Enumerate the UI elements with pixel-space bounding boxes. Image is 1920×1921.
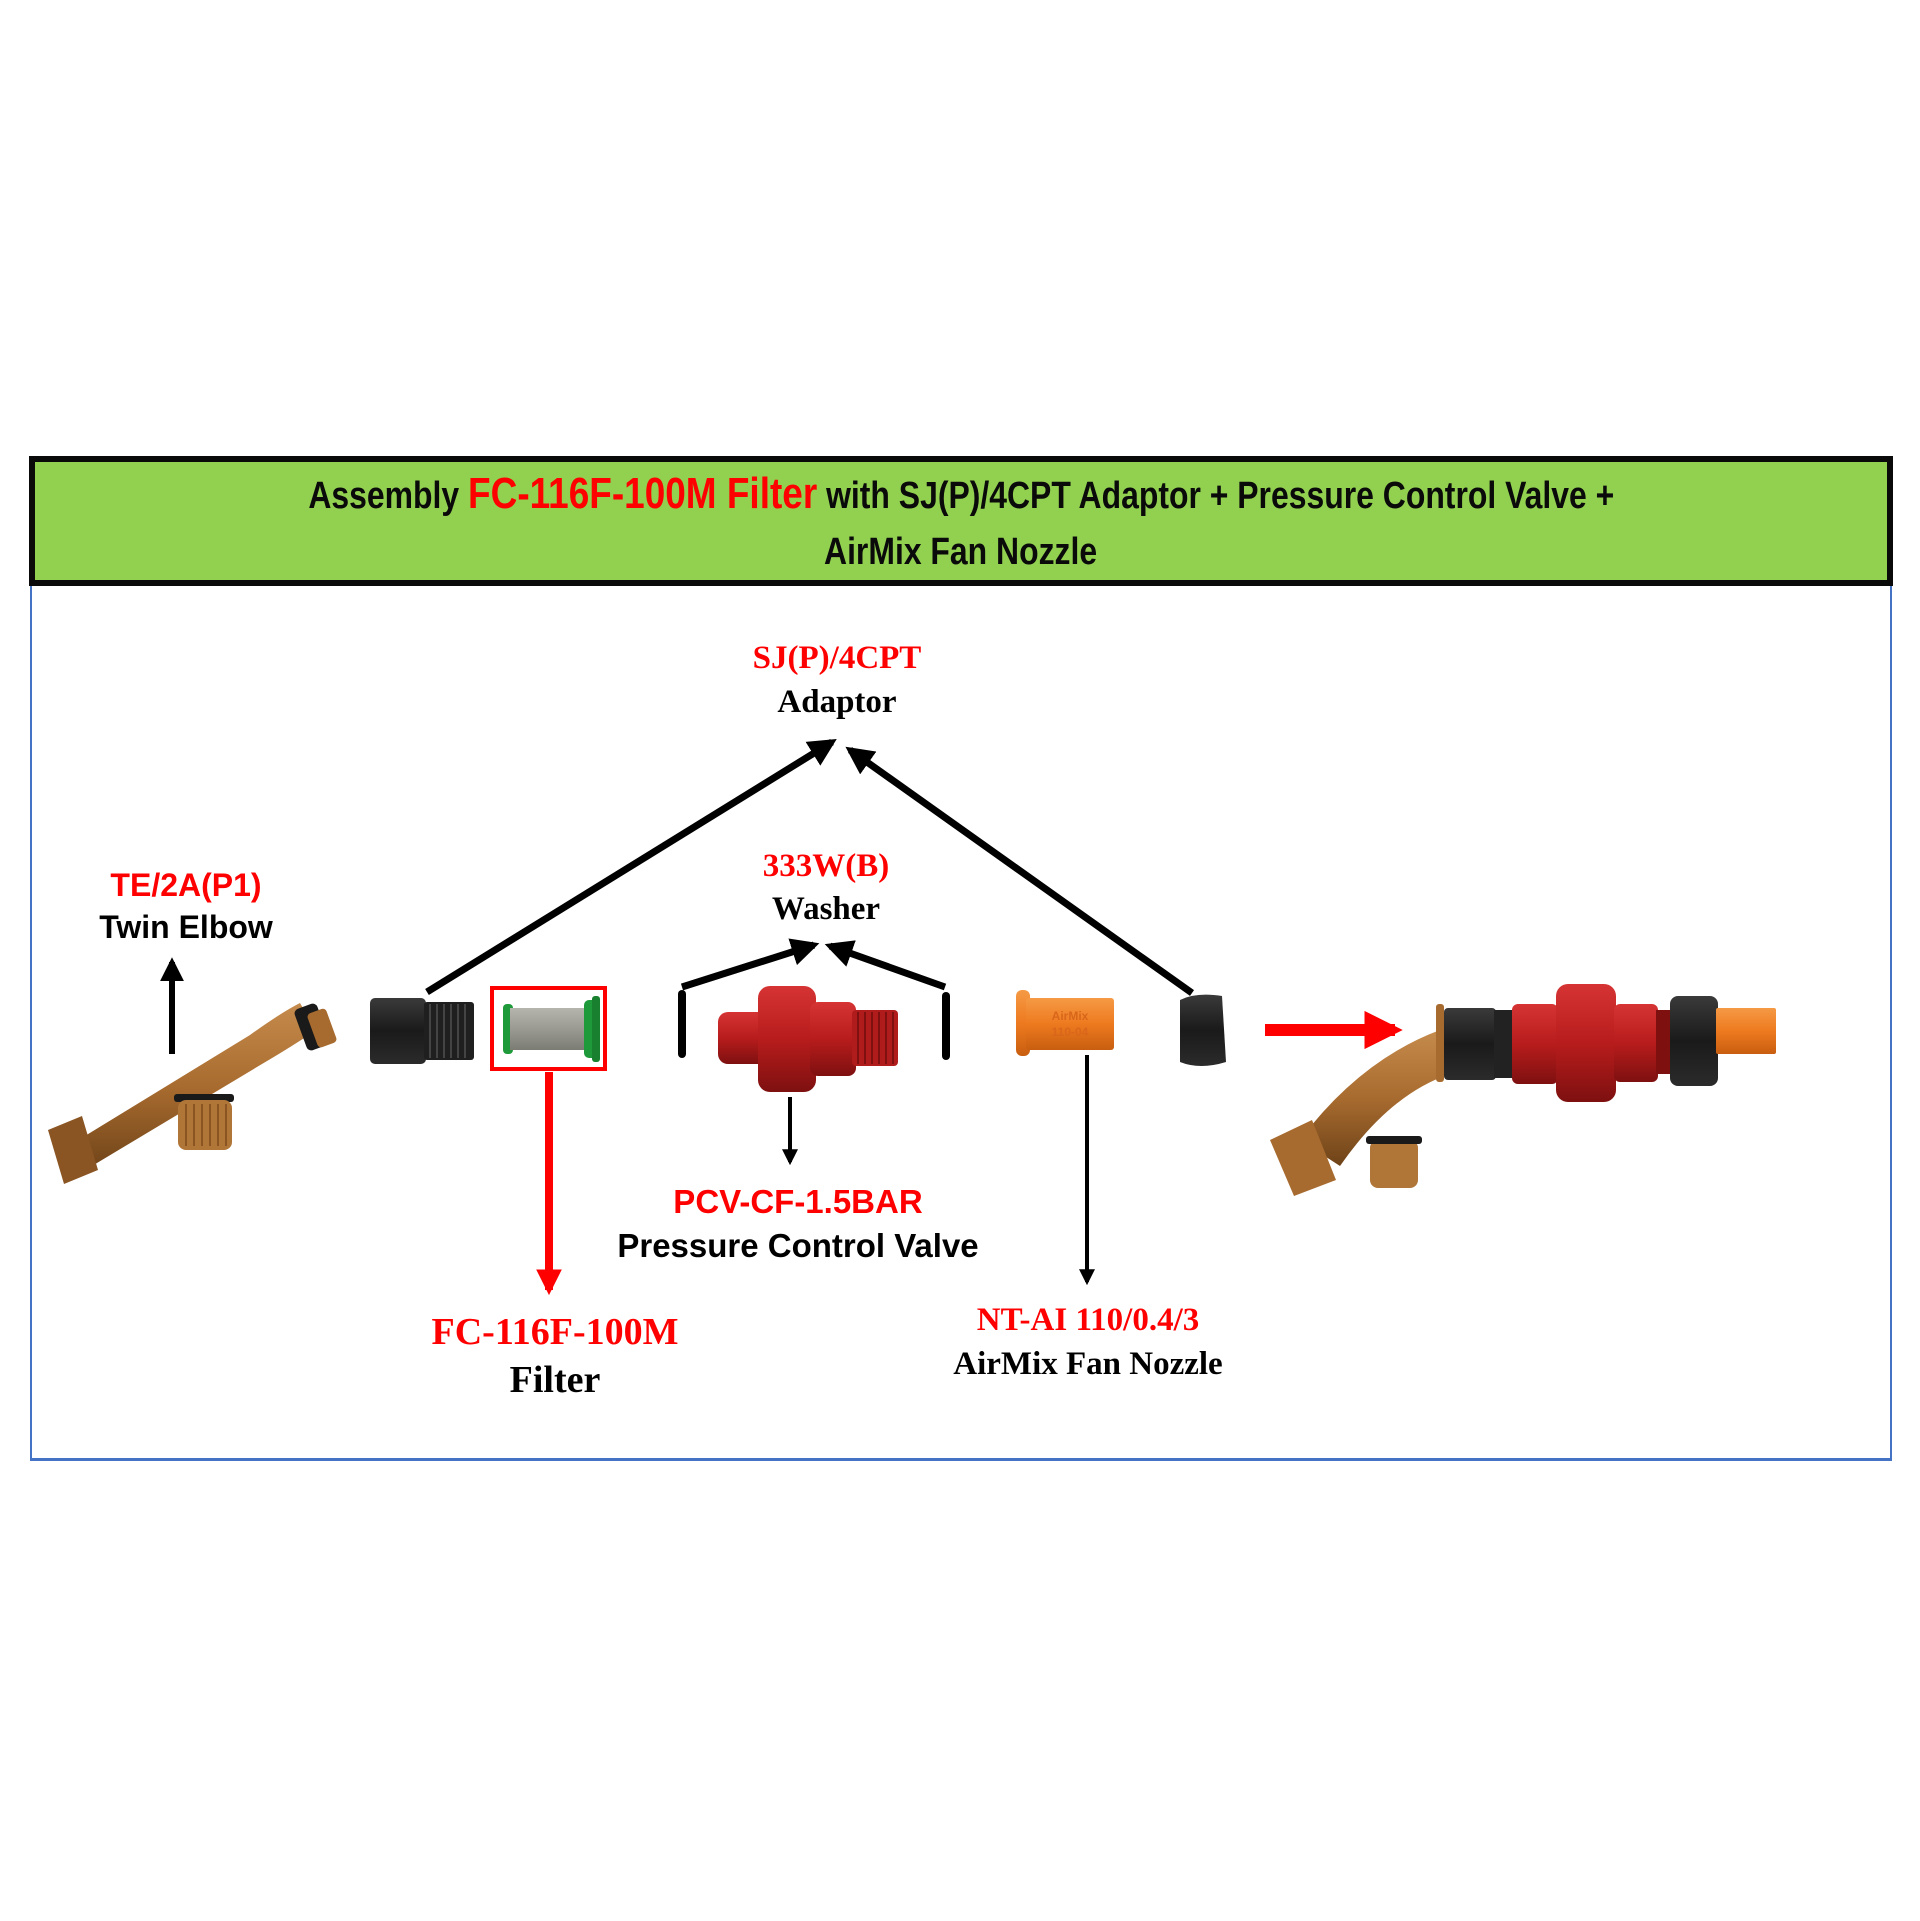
adaptor-part <box>370 998 474 1064</box>
twin-elbow-part <box>48 1003 337 1184</box>
diagram-frame <box>30 460 1892 1461</box>
twin-elbow-code: TE/2A(P1) <box>110 867 262 903</box>
title-suffix: with SJ(P)/4CPT Adaptor + Pressure Contr… <box>816 474 1614 517</box>
label-washer: 333W(B) Washer <box>763 845 890 931</box>
nozzle-part: AirMix 110-04 <box>1016 990 1114 1056</box>
adaptor-name: Adaptor <box>777 684 897 720</box>
label-twin-elbow: TE/2A(P1) Twin Elbow <box>99 864 273 948</box>
arrow-washer-left <box>680 938 820 991</box>
twin-elbow-name: Twin Elbow <box>99 909 273 945</box>
washer-left <box>678 990 686 1058</box>
arrow-adaptor-left <box>425 739 837 995</box>
filter-highlight-box <box>490 986 607 1071</box>
arrow-adaptor-right <box>845 746 1195 996</box>
washer-code: 333W(B) <box>762 848 890 884</box>
title-line-1: Assembly FC-116F-100M Filter with SJ(P)/… <box>308 462 1614 526</box>
washer-name: Washer <box>771 891 881 927</box>
nozzle-cap-part <box>1180 994 1226 1066</box>
assembled-unit <box>1270 984 1776 1196</box>
title-line-2: AirMix Fan Nozzle <box>824 531 1098 574</box>
filter-name: Filter <box>509 1359 601 1401</box>
title-highlight: FC-116F-100M Filter <box>467 468 817 518</box>
label-adaptor: SJ(P)/4CPT Adaptor <box>753 636 922 724</box>
arrow-washer-right <box>824 940 947 991</box>
nozzle-code: NT-AI 110/0.4/3 <box>976 1302 1200 1338</box>
washer-right <box>942 992 950 1060</box>
label-filter: FC-116F-100M Filter <box>432 1308 679 1404</box>
valve-code: PCV-CF-1.5BAR <box>673 1183 923 1220</box>
title-banner: Assembly FC-116F-100M Filter with SJ(P)/… <box>29 456 1893 586</box>
nozzle-name: AirMix Fan Nozzle <box>953 1346 1223 1382</box>
nozzle-imprint-1: AirMix <box>1052 1009 1089 1023</box>
adaptor-code: SJ(P)/4CPT <box>752 640 922 676</box>
label-nozzle: NT-AI 110/0.4/3 AirMix Fan Nozzle <box>953 1298 1222 1386</box>
title-prefix: Assembly <box>308 474 468 517</box>
label-valve: PCV-CF-1.5BAR Pressure Control Valve <box>617 1180 978 1268</box>
nozzle-imprint-2: 110-04 <box>1052 1025 1089 1039</box>
filter-code: FC-116F-100M <box>431 1311 679 1353</box>
filter-part <box>490 986 607 1071</box>
valve-name: Pressure Control Valve <box>617 1227 979 1264</box>
valve-part <box>718 986 898 1092</box>
